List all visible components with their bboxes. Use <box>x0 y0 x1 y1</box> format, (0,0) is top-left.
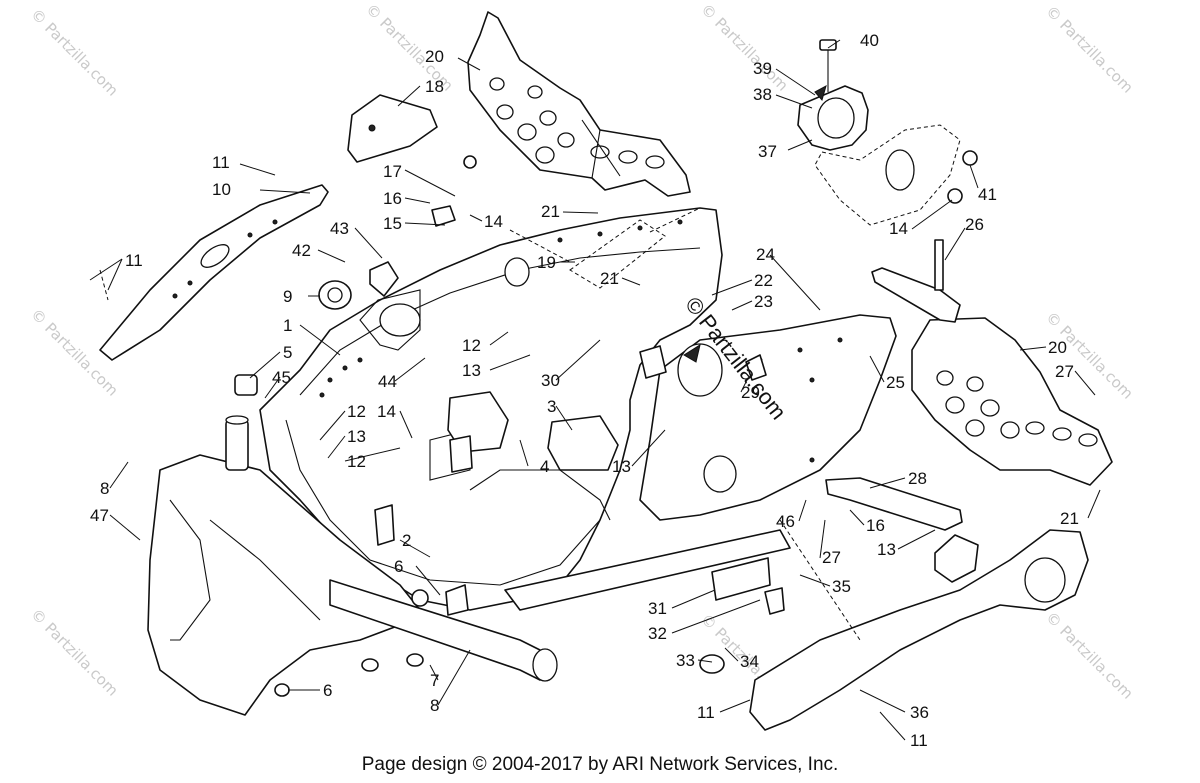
callout-37: 37 <box>758 142 777 161</box>
steering-plate <box>797 39 961 226</box>
callout-25: 25 <box>886 373 905 392</box>
right-rail <box>749 529 1089 731</box>
callout-46: 46 <box>776 512 795 531</box>
callout-35: 35 <box>832 577 851 596</box>
callout-41: 41 <box>978 185 997 204</box>
callout-6: 6 <box>323 681 332 700</box>
callout-33: 33 <box>676 651 695 670</box>
callout-31: 31 <box>648 599 667 618</box>
callout-13: 13 <box>877 540 896 559</box>
leader-lines <box>89 39 1101 741</box>
callout-26: 26 <box>965 215 984 234</box>
callout-11: 11 <box>697 703 715 722</box>
callout-36: 36 <box>910 703 929 722</box>
callout-11: 11 <box>125 251 143 270</box>
callout-13: 13 <box>462 361 481 380</box>
callout-19: 19 <box>537 253 556 272</box>
callout-17: 17 <box>383 162 402 181</box>
callout-44: 44 <box>378 372 397 391</box>
callout-5: 5 <box>283 343 292 362</box>
callout-13: 13 <box>347 427 366 446</box>
callout-47: 47 <box>90 506 109 525</box>
callout-23: 23 <box>754 292 773 311</box>
callout-7: 7 <box>430 671 439 690</box>
front-nose-frame <box>147 415 421 716</box>
left-rail <box>99 184 329 361</box>
callout-38: 38 <box>753 85 772 104</box>
callout-34: 34 <box>740 652 759 671</box>
callout-11: 11 <box>910 731 928 750</box>
callout-15: 15 <box>383 214 402 233</box>
skid-plate-right <box>911 317 1113 486</box>
callout-21: 21 <box>600 269 619 288</box>
callout-14: 14 <box>484 212 503 231</box>
callout-16: 16 <box>383 189 402 208</box>
callout-21: 21 <box>1060 509 1079 528</box>
footer-credit: Page design © 2004-2017 by ARI Network S… <box>361 754 839 775</box>
callout-14: 14 <box>889 219 908 238</box>
right-bulkhead-plate <box>639 314 897 521</box>
callout-13: 13 <box>612 457 631 476</box>
callout-2: 2 <box>402 531 411 550</box>
callout-8: 8 <box>430 696 439 715</box>
callout-40: 40 <box>860 31 879 50</box>
callout-4: 4 <box>540 457 549 476</box>
hardware <box>234 150 978 697</box>
callout-3: 3 <box>547 397 556 416</box>
callout-24: 24 <box>756 245 775 264</box>
callout-28: 28 <box>908 469 927 488</box>
watermark-text: © Partzilla.com <box>27 5 122 100</box>
callout-12: 12 <box>347 452 366 471</box>
top-right-bracket <box>871 239 961 323</box>
callout-39: 39 <box>753 59 772 78</box>
callout-9: 9 <box>283 287 292 306</box>
callout-20: 20 <box>1048 338 1067 357</box>
callout-27: 27 <box>1055 362 1074 381</box>
callout-labels: 40 39 38 37 41 14 26 20 18 11 10 17 16 1… <box>90 31 1079 750</box>
watermark-text: © Partzilla.com <box>1042 608 1137 703</box>
assembly-lines <box>99 207 861 641</box>
callout-16: 16 <box>866 516 885 535</box>
callout-43: 43 <box>330 219 349 238</box>
callout-22: 22 <box>754 271 773 290</box>
callout-10: 10 <box>212 180 231 199</box>
callout-27: 27 <box>822 548 841 567</box>
callout-21: 21 <box>541 202 560 221</box>
callout-11: 11 <box>212 153 230 172</box>
watermark-text: © Partzilla.com <box>1042 2 1137 97</box>
watermark-text: © Partzilla.com <box>27 605 122 700</box>
skid-plate-upper <box>467 11 691 197</box>
callout-18: 18 <box>425 77 444 96</box>
callout-8: 8 <box>100 479 109 498</box>
front-cross-tube <box>329 529 791 682</box>
callout-32: 32 <box>648 624 667 643</box>
callout-20: 20 <box>425 47 444 66</box>
callout-6: 6 <box>394 557 403 576</box>
bracket-18 <box>347 94 438 163</box>
callout-12: 12 <box>347 402 366 421</box>
callout-29: 29 <box>741 383 760 402</box>
watermark-text: © Partzilla.com <box>697 0 792 95</box>
callout-12: 12 <box>462 336 481 355</box>
callout-42: 42 <box>292 241 311 260</box>
callout-45: 45 <box>272 368 291 387</box>
callout-30: 30 <box>541 371 560 390</box>
callout-14: 14 <box>377 402 396 421</box>
callout-1: 1 <box>283 316 292 335</box>
